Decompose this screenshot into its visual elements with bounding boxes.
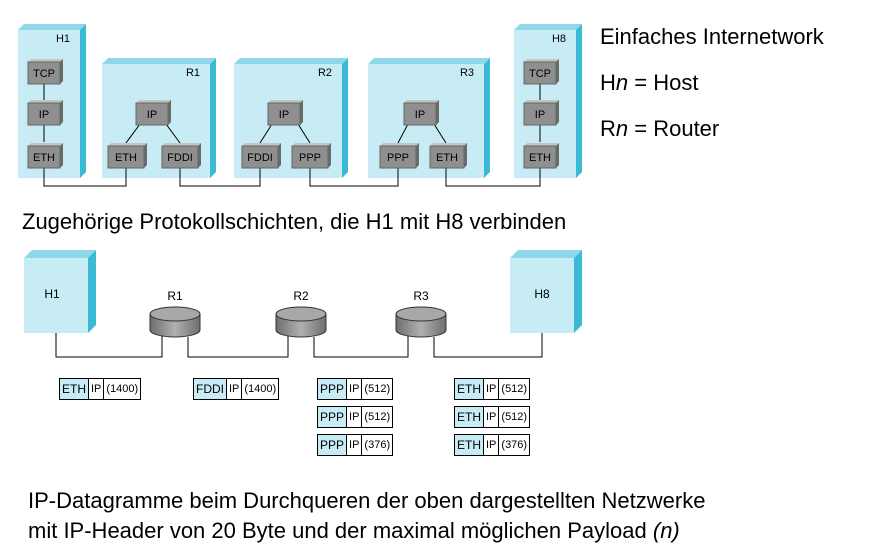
bottom-r2-label: R2 — [293, 289, 309, 303]
h1-ip-layer: IP — [27, 100, 63, 126]
r3-eth-layer: ETH — [429, 143, 467, 169]
frame-payload: (512) — [364, 411, 391, 423]
legend-router: Rn = Router — [600, 116, 719, 142]
legend-router-prefix: R — [600, 116, 616, 141]
svg-text:IP: IP — [535, 109, 545, 121]
legend-host: Hn = Host — [600, 70, 698, 96]
frame-ip-header: IP — [227, 379, 243, 399]
footer-line2-var: (n) — [652, 518, 680, 543]
frame-l2-header: FDDI — [194, 379, 227, 399]
router-r3-icon — [395, 306, 447, 338]
frame-l2-header: ETH — [60, 379, 89, 399]
frame-payload: (376) — [501, 439, 528, 451]
frame-l2-header: ETH — [455, 379, 484, 399]
r2-fddi-layer: FDDI — [241, 143, 281, 169]
svg-text:IP: IP — [147, 109, 157, 121]
legend-host-suffix: = Host — [628, 70, 699, 95]
frame-ip-header: IP — [89, 379, 105, 399]
bottom-r3-label: R3 — [413, 289, 429, 303]
svg-text:IP: IP — [415, 109, 425, 121]
frame-l2-header: PPP — [318, 379, 348, 399]
frame-ip-header: IP — [484, 407, 500, 427]
frame-ip-header: IP — [347, 435, 363, 455]
subtitle: Zugehörige Protokollschichten, die H1 mi… — [22, 209, 567, 234]
top-r3-label: R3 — [460, 67, 474, 79]
bottom-r1-label: R1 — [167, 289, 183, 303]
h8-ip-layer: IP — [523, 100, 559, 126]
r3-ip-layer: IP — [403, 100, 439, 126]
protocol-stack-lines — [43, 84, 541, 144]
svg-text:ETH: ETH — [529, 152, 551, 164]
svg-text:PPP: PPP — [299, 152, 321, 164]
r2-ppp-layer: PPP — [291, 143, 331, 169]
svg-text:TCP: TCP — [33, 68, 55, 80]
svg-text:IP: IP — [39, 109, 49, 121]
frame-l2-header: PPP — [318, 435, 348, 455]
legend-host-var: n — [615, 70, 629, 95]
svg-text:IP: IP — [279, 109, 289, 121]
svg-text:TCP: TCP — [529, 68, 551, 80]
legend-router-suffix: = Router — [628, 116, 720, 141]
top-h8-label: H8 — [552, 33, 566, 45]
h8-eth-layer: ETH — [523, 143, 559, 169]
top-h1-label: H1 — [56, 33, 70, 45]
svg-text:ETH: ETH — [436, 152, 458, 164]
frame-ip-header: IP — [484, 379, 500, 399]
top-r2-label: R2 — [318, 67, 332, 79]
bottom-host-h8-box — [510, 250, 582, 333]
r3-ppp-layer: PPP — [379, 143, 419, 169]
router-r1-icon — [149, 306, 201, 338]
r1-ip-layer: IP — [135, 100, 171, 126]
legend-title: Einfaches Internetwork — [600, 24, 824, 49]
frame-payload: (512) — [501, 411, 528, 423]
top-network-links — [43, 168, 541, 187]
svg-text:FDDI: FDDI — [247, 152, 273, 164]
frame-ip-header: IP — [347, 379, 363, 399]
h1-eth-layer: ETH — [27, 143, 63, 169]
svg-text:ETH: ETH — [115, 152, 137, 164]
legend-router-var: n — [615, 116, 629, 141]
footer-line2: mit IP-Header von 20 Byte und der maxima… — [28, 518, 680, 544]
frame-l2-header: PPP — [318, 407, 348, 427]
svg-text:ETH: ETH — [33, 152, 55, 164]
frame-payload: (1400) — [106, 383, 139, 395]
protocol-layer-blocks: TCP IP ETH IP ETH FDDI IP FDDI PPP IP PP… — [27, 59, 559, 169]
svg-text:FDDI: FDDI — [167, 152, 193, 164]
bottom-h8-label: H8 — [534, 287, 550, 301]
footer-line2-text: mit IP-Header von 20 Byte und der maxima… — [28, 518, 653, 543]
svg-text:PPP: PPP — [387, 152, 409, 164]
h8-tcp-layer: TCP — [523, 59, 559, 85]
bottom-host-h1-box — [24, 250, 96, 333]
frame-l2-header: ETH — [455, 407, 484, 427]
router-r2-icon — [275, 306, 327, 338]
r2-ip-layer: IP — [267, 100, 303, 126]
frame-l2-header: ETH — [455, 435, 484, 455]
frame-payload: (512) — [501, 383, 528, 395]
r1-fddi-layer: FDDI — [161, 143, 201, 169]
h1-tcp-layer: TCP — [27, 59, 63, 85]
frame-payload: (376) — [364, 439, 391, 451]
frame-payload: (512) — [364, 383, 391, 395]
frame-ip-header: IP — [347, 407, 363, 427]
bottom-h1-label: H1 — [44, 287, 60, 301]
frame-payload: (1400) — [244, 383, 277, 395]
r1-eth-layer: ETH — [107, 143, 147, 169]
bottom-network-links — [55, 333, 543, 358]
frame-ip-header: IP — [484, 435, 500, 455]
footer-line1: IP-Datagramme beim Durchqueren der oben … — [28, 488, 706, 513]
legend-host-prefix: H — [600, 70, 616, 95]
top-r1-label: R1 — [186, 67, 200, 79]
